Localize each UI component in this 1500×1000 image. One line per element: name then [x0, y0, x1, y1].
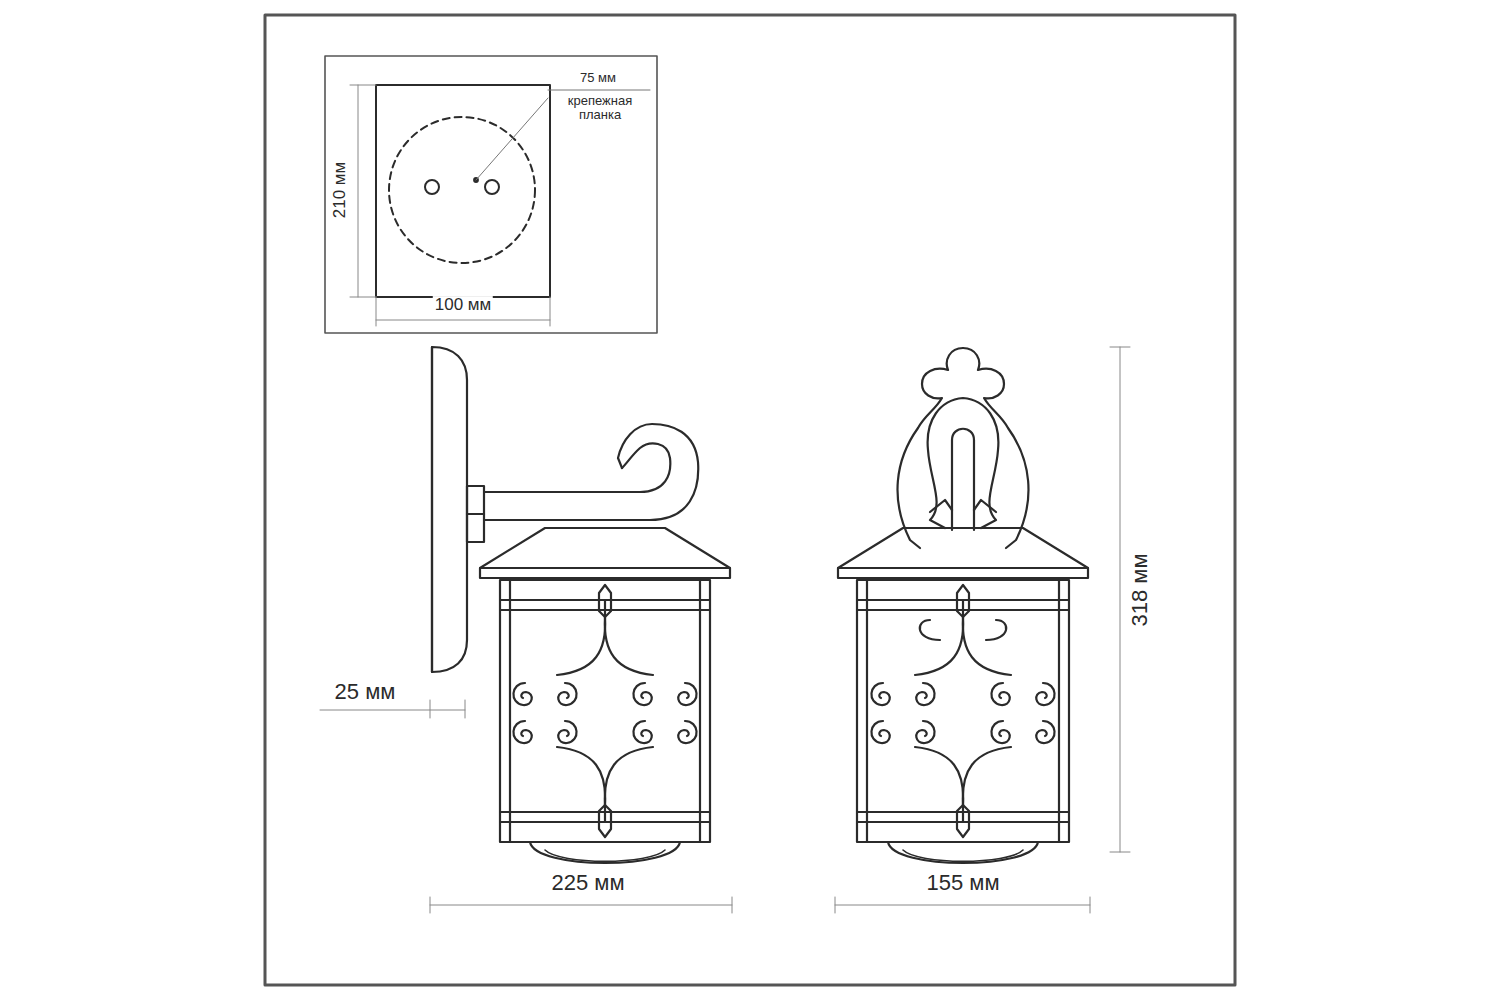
dimension-label: 225 мм	[549, 871, 626, 894]
dimension-label: крепежная планка	[559, 94, 641, 121]
dimension-label: 75 мм	[578, 71, 618, 85]
dimension-label: 155 мм	[924, 871, 1001, 894]
dimension-label: 318 мм	[1128, 551, 1151, 628]
mounting-plate-inset	[325, 56, 657, 333]
dimension-label: 25 мм	[333, 680, 398, 703]
sheet-frame	[265, 15, 1235, 985]
lamp-front-view	[835, 347, 1130, 913]
lamp-side-view	[320, 347, 732, 913]
dimension-label: 100 мм	[433, 296, 493, 314]
dimension-label: 210 мм	[331, 160, 349, 220]
